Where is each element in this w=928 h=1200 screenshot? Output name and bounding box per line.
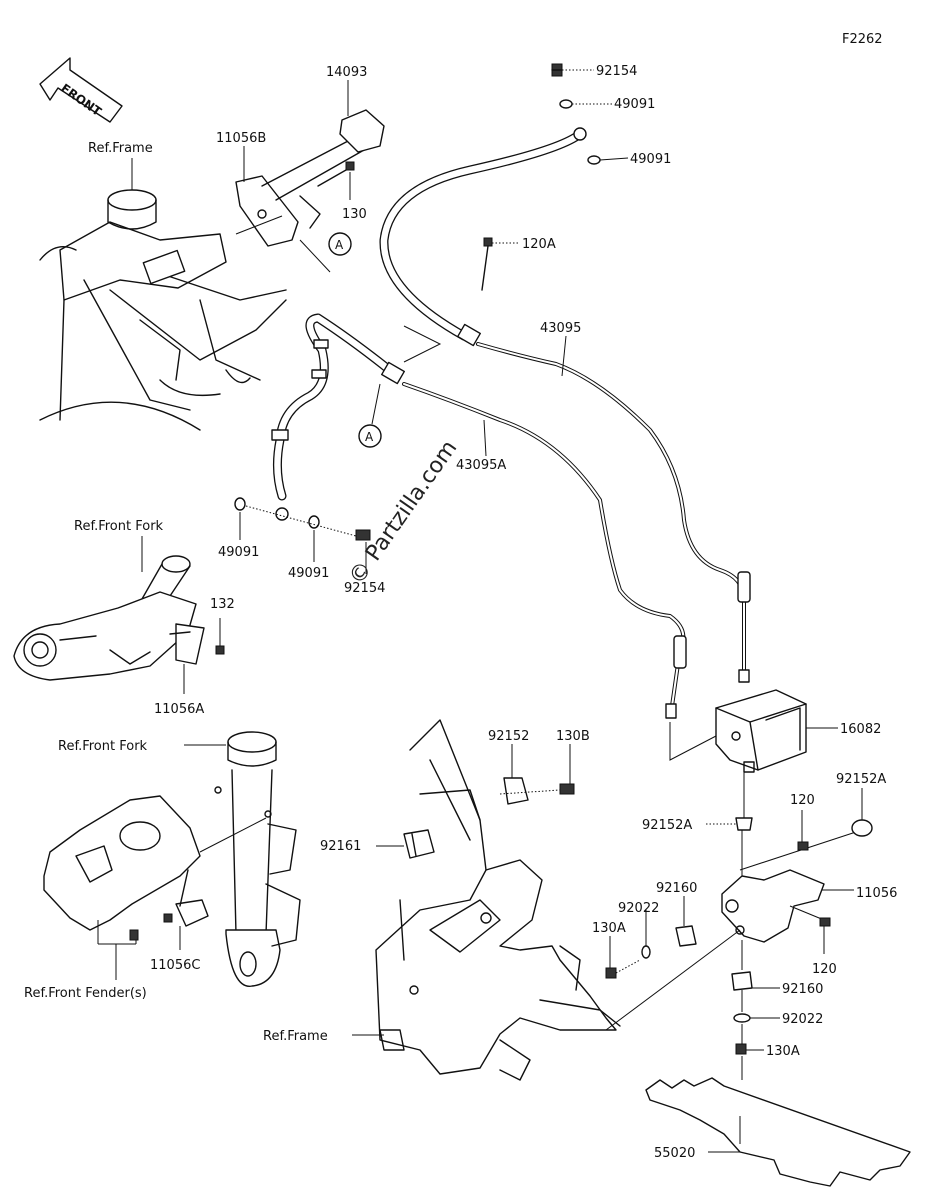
part-92160-2-label: 92160 <box>782 982 823 997</box>
fender-cover <box>43 795 267 931</box>
bolt-130-top: 130 <box>317 161 367 222</box>
front-fork-leg: Ref.Front Fork <box>58 731 301 987</box>
part-11056b-label: 11056B <box>216 131 266 146</box>
part-49091-mid-label: 49091 <box>288 566 329 581</box>
part-92152a-1-label: 92152A <box>642 818 692 833</box>
part-132-label: 132 <box>210 597 235 612</box>
rubber-92152a-right: 92152A <box>836 772 886 837</box>
part-92154-mid-label: 92154 <box>344 581 385 596</box>
part-49091-top2-label: 49091 <box>630 152 671 167</box>
grommet-92161: 92161 <box>320 829 435 859</box>
callout-a-top-label: A <box>335 238 344 252</box>
fender-bolts: Ref.Front Fender(s) <box>24 913 173 1001</box>
brake-hose-43095: 43095 <box>379 127 751 683</box>
bracket-11056a: 11056A <box>154 623 205 717</box>
bolt-130a-left: 130A <box>592 921 641 979</box>
bolt-132: 132 <box>210 597 235 655</box>
bolt-130a-bottom: 130A <box>735 990 800 1080</box>
bolt-120-top: 120 <box>790 793 815 851</box>
bolt-120a: 120A <box>481 237 556 291</box>
part-130a-2-label: 130A <box>766 1044 800 1059</box>
main-frame: Ref.Frame <box>263 719 621 1081</box>
callout-a-top <box>328 232 352 256</box>
abs-unit-16082: 16082 <box>669 689 881 773</box>
part-92161-label: 92161 <box>320 839 361 854</box>
ref-front-fork-top-label: Ref.Front Fork <box>74 519 164 534</box>
ref-front-fork-mid-label: Ref.Front Fork <box>58 739 148 754</box>
part-11056c-label: 11056C <box>150 958 200 973</box>
part-92022-1-label: 92022 <box>618 901 659 916</box>
bracket-11056c: 11056C <box>150 869 209 973</box>
part-120a-label: 120A <box>522 237 556 252</box>
diagram-code: F2262 <box>842 32 883 47</box>
bracket-11056b: 11056B <box>216 131 321 247</box>
callout-a-mid-label: A <box>365 430 374 444</box>
part-49091-left-label: 49091 <box>218 545 259 560</box>
rubber-92160-bottom: 92160 <box>731 971 823 997</box>
part-14093-label: 14093 <box>326 65 367 80</box>
part-92160-1-label: 92160 <box>656 881 697 896</box>
part-11056-label: 11056 <box>856 886 897 901</box>
brake-hose-43095a: 43095A <box>271 313 687 719</box>
part-92022-2-label: 92022 <box>782 1012 823 1027</box>
part-43095-label: 43095 <box>540 321 581 336</box>
part-130a-1-label: 130A <box>592 921 626 936</box>
callout-a-mid <box>358 424 382 448</box>
rubber-92160-left: 92160 <box>656 881 697 947</box>
part-92152a-2-label: 92152A <box>836 772 886 787</box>
part-16082-label: 16082 <box>840 722 881 737</box>
watermark: © Partzilla.com <box>344 436 462 589</box>
part-11056a-label: 11056A <box>154 702 204 717</box>
part-120-1-label: 120 <box>790 793 815 808</box>
part-92154-top-label: 92154 <box>596 64 637 79</box>
washer-92022-bottom: 92022 <box>733 1012 823 1027</box>
front-arrow-icon: FRONT <box>39 57 123 123</box>
cover-plate-55020: 55020 <box>645 1077 911 1187</box>
washer-49091-top2 <box>587 155 601 165</box>
bolt-120-bottom: 120 <box>812 917 837 977</box>
bolt-130b: 130B <box>499 729 590 795</box>
banjo-bolt-mid: 92154 <box>344 529 385 596</box>
ref-frame-top-label: Ref.Frame <box>88 141 153 156</box>
rubber-92152a-top: 92152A <box>642 772 753 833</box>
washer-49091-left <box>234 497 246 511</box>
clip-92152: 92152 <box>488 729 529 805</box>
part-130b-label: 130B <box>556 729 590 744</box>
part-92152-label: 92152 <box>488 729 529 744</box>
washer-49091-mid <box>308 515 320 529</box>
part-120-2-label: 120 <box>812 962 837 977</box>
part-49091-top1-label: 49091 <box>614 97 655 112</box>
bracket-11056: 11056 <box>605 826 897 1031</box>
front-fork-steering: Ref.Front Fork <box>13 519 201 681</box>
ref-frame-bottom-label: Ref.Frame <box>263 1029 328 1044</box>
part-130-top-label: 130 <box>342 207 367 222</box>
ref-front-fender-label: Ref.Front Fender(s) <box>24 986 147 1001</box>
part-43095a-label: 43095A <box>456 458 506 473</box>
frame-head-assembly: Ref.Frame <box>39 141 287 431</box>
banjo-bolt-top: 92154 <box>551 63 637 79</box>
washer-92022-left: 92022 <box>618 901 659 959</box>
part-55020-label: 55020 <box>654 1146 695 1161</box>
washer-49091-top1 <box>559 99 573 109</box>
clamp-14093: 14093 <box>261 65 385 201</box>
